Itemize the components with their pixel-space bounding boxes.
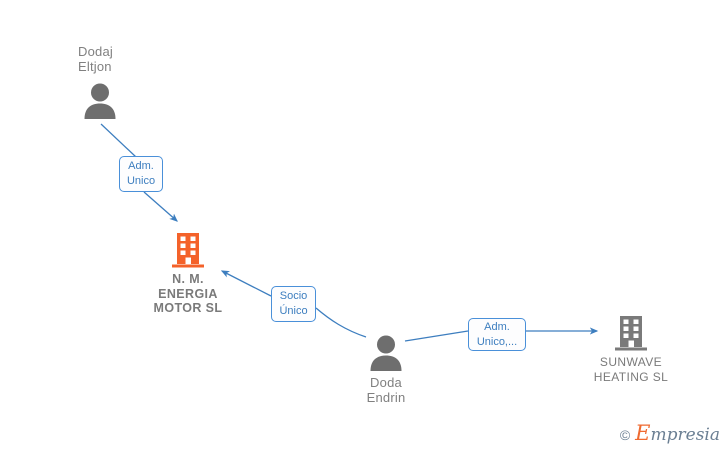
relation-label-line-2: Único bbox=[279, 305, 308, 317]
person-icon bbox=[80, 81, 120, 119]
relation-label-adm-unico-dodaj[interactable]: Adm. Unico bbox=[119, 156, 163, 192]
node-label-sunwave-heating-sl: SUNWAVE HEATING SL bbox=[593, 355, 669, 384]
brand-name: Empresia bbox=[635, 423, 721, 445]
building-icon bbox=[614, 315, 648, 351]
node-label-line-2: Endrin bbox=[366, 390, 406, 405]
node-person-dodaj-eltjon[interactable]: Dodaj Eltjon bbox=[30, 44, 170, 119]
node-label-line-1: Doda bbox=[370, 375, 402, 390]
node-label-line-2: Eltjon bbox=[78, 59, 112, 74]
edge-line-box-to-nm bbox=[143, 191, 178, 222]
relation-label-line-1: Adm. bbox=[128, 160, 154, 172]
node-company-nm-energia-motor-sl[interactable]: N. M. ENERGIA MOTOR SL bbox=[118, 232, 258, 316]
person-icon bbox=[366, 333, 406, 371]
node-person-doda-endrin[interactable]: Doda Endrin bbox=[316, 333, 456, 405]
relation-label-socio-unico[interactable]: Socio Único bbox=[271, 286, 316, 322]
relation-label-line-1: Adm. bbox=[484, 320, 510, 333]
relation-label-line-2: Unico bbox=[126, 175, 156, 187]
relation-label-line-2: Unico,... bbox=[476, 335, 518, 348]
brand-initial: E bbox=[635, 421, 651, 445]
watermark-empresia: © Empresia bbox=[619, 423, 721, 445]
relation-label-line-1: Socio bbox=[279, 290, 308, 302]
edge-line-dodaj-to-box bbox=[100, 123, 137, 158]
node-label-nm-energia-motor-sl: N. M. ENERGIA MOTOR SL bbox=[153, 272, 223, 315]
node-label-line-1: Dodaj bbox=[78, 44, 113, 59]
copyright-icon: © bbox=[619, 426, 631, 443]
node-label-doda-endrin: Doda Endrin bbox=[367, 375, 406, 405]
node-label-dodaj-eltjon: Dodaj Eltjon bbox=[30, 44, 170, 74]
relation-label-adm-unico-doda[interactable]: Adm. Unico,... bbox=[468, 318, 526, 351]
building-icon bbox=[171, 232, 205, 268]
node-company-sunwave-heating-sl[interactable]: SUNWAVE HEATING SL bbox=[561, 315, 701, 384]
brand-rest: mpresia bbox=[650, 425, 721, 445]
